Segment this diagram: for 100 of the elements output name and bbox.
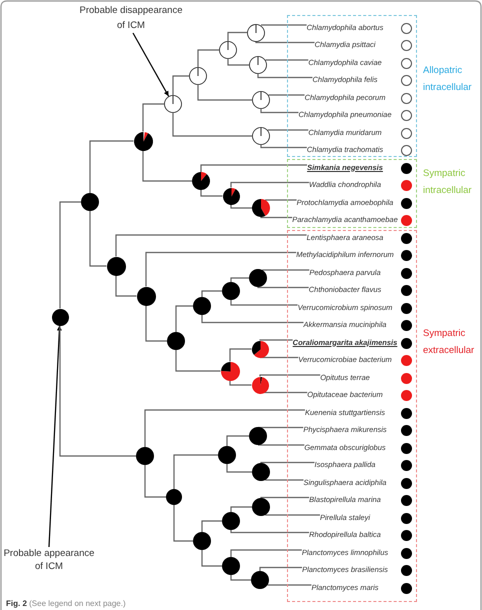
tree-branch: [172, 75, 189, 95]
tree-branch: [257, 444, 304, 446]
pie-chart-icon: [247, 24, 265, 42]
pie-chart-icon: [189, 67, 207, 85]
tree-branch: [175, 350, 220, 372]
tree-branch: [197, 49, 219, 67]
pie-chart-icon: [252, 91, 270, 109]
tree-branch: [268, 94, 305, 96]
tree-branch: [173, 505, 193, 542]
tree-branch: [230, 277, 249, 282]
tree-branch: [226, 464, 252, 473]
clade-label: Sympatric intracellular: [423, 167, 473, 198]
tree-branch: [257, 426, 304, 428]
tree-branch: [145, 252, 296, 286]
pie-chart-icon: [252, 199, 270, 217]
tree-branch: [144, 409, 305, 447]
tree-branch: [227, 59, 249, 66]
tree-branch: [260, 24, 307, 26]
pie-chart-icon: [167, 332, 185, 350]
tree-branch: [230, 549, 302, 557]
tree-branch: [265, 479, 304, 481]
tree-branch: [260, 496, 310, 499]
leader-arrow: [48, 325, 62, 548]
tree-branch: [257, 74, 312, 78]
tree-branch: [230, 204, 252, 209]
pie-chart-icon: [222, 188, 240, 204]
pie-chart-icon: [193, 297, 211, 315]
tree-branch: [59, 201, 81, 308]
tree-branch: [267, 584, 312, 586]
pie-chart-icon: [249, 269, 267, 287]
pie-chart-icon: [252, 127, 270, 145]
tree-branch: [230, 530, 310, 534]
pie-chart-icon: [193, 532, 211, 550]
pie-chart-icon: [249, 427, 267, 445]
tree-branch: [230, 182, 309, 188]
pie-chart-icon: [249, 56, 267, 74]
tree-branch: [259, 374, 320, 376]
tree-branch: [145, 306, 167, 342]
pie-chart-icon: [106, 256, 126, 276]
clade-label: Allopatric intracellular: [423, 64, 473, 94]
pie-chart-icon: [134, 132, 152, 150]
figure-caption: Fig. 2 (See legend on next page.): [6, 599, 126, 609]
tree-branch: [260, 216, 292, 218]
pie-chart-icon: [81, 193, 99, 211]
tree-branch: [173, 454, 218, 489]
tree-branch: [201, 315, 304, 324]
pie-chart-icon: [136, 447, 154, 465]
leader-arrow: [132, 32, 170, 96]
tree-branch: [229, 380, 252, 386]
tree-branch: [255, 41, 315, 44]
pie-chart-icon: [222, 512, 240, 530]
pie-chart-icon: [222, 557, 240, 575]
tree-branch: [268, 129, 308, 131]
tree-branch: [89, 211, 106, 267]
tree-branch: [142, 150, 192, 182]
tree-branch: [265, 514, 320, 516]
tree-branch: [264, 392, 308, 394]
tree-branch: [265, 199, 297, 201]
pie-chart-icon: [166, 489, 182, 505]
tree-branch: [175, 305, 193, 332]
pie-chart-icon: [220, 362, 240, 380]
tree-branch: [59, 326, 136, 457]
tree-branch: [172, 113, 252, 137]
tree-branch: [115, 276, 136, 297]
pie-chart-icon: [252, 376, 268, 394]
pie-chart-icon: [52, 308, 68, 326]
pie-chart-icon: [218, 446, 236, 464]
tree-branch: [197, 85, 252, 101]
tree-branch: [230, 506, 252, 512]
pie-chart-icon: [252, 340, 268, 358]
tree-branch: [89, 140, 134, 193]
tree-branch: [142, 103, 164, 132]
tree-branch: [260, 462, 315, 464]
pie-chart-icon: [164, 95, 182, 113]
tree-branch: [201, 520, 222, 532]
tree-branch: [230, 575, 251, 581]
tree-branch: [230, 300, 298, 306]
annotation-text: Probable disappearance of ICM: [78, 4, 184, 33]
pie-chart-icon: [252, 498, 270, 516]
tree-branch: [226, 435, 249, 446]
tree-branch: [260, 109, 298, 114]
pie-chart-icon: [222, 282, 240, 300]
pie-chart-icon: [192, 172, 210, 190]
pie-chart-icon: [251, 571, 269, 589]
pie-chart-icon: [136, 286, 156, 306]
pie-chart-icon: [252, 463, 270, 481]
tree-branch: [200, 164, 308, 172]
tree-branch: [229, 348, 252, 362]
pie-chart-icon: [219, 41, 237, 59]
tree-branch: [262, 269, 310, 271]
tree-branch: [200, 190, 222, 197]
tree-branch: [257, 286, 309, 288]
tree-branch: [265, 59, 308, 61]
tree-branch: [259, 339, 293, 342]
tree-branch: [201, 550, 222, 567]
tree-branch: [115, 234, 307, 256]
tree-branch: [227, 32, 247, 41]
tree-branch: [144, 465, 166, 498]
clade-label: Sympatric extracellular: [423, 326, 476, 358]
tree-branch: [201, 290, 222, 297]
